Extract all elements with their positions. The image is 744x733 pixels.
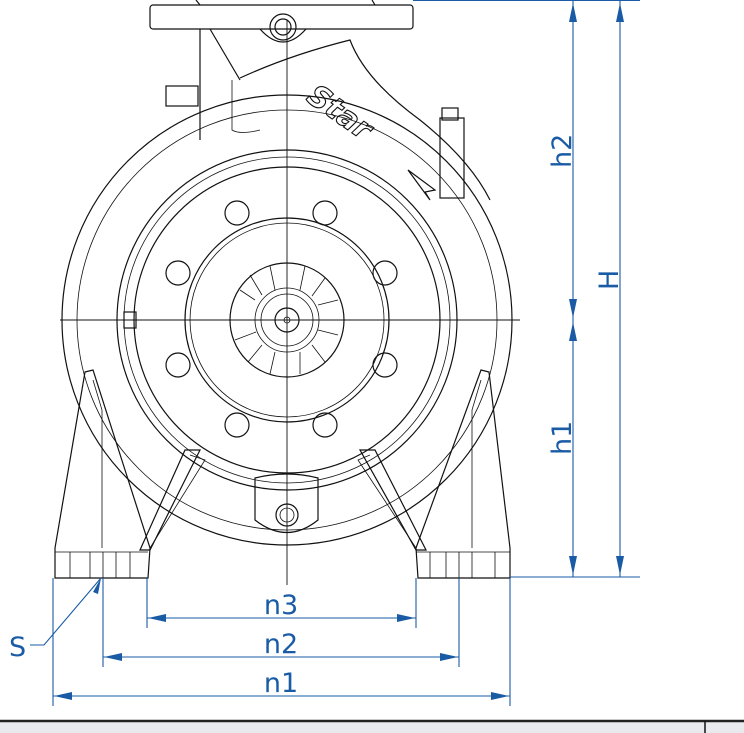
vertical-dimensions (413, 0, 640, 578)
bolt-holes (165, 200, 398, 438)
discharge-flange (149, 0, 491, 201)
horizontal-dimensions (30, 577, 511, 706)
star-logo: Star (300, 78, 380, 149)
table-header-edge (0, 719, 744, 733)
dim-label-h2: h2 (547, 134, 578, 168)
drain-plug (123, 311, 137, 329)
dim-label-H: H (594, 270, 625, 290)
dim-label-n2: n2 (264, 629, 298, 660)
dim-label-n3: n3 (264, 590, 298, 621)
dim-label-h1: h1 (547, 421, 578, 455)
left-foot (54, 369, 206, 579)
bottom-boss (254, 473, 319, 533)
rotation-arrow-icon (407, 169, 437, 201)
dim-label-S: S (9, 632, 26, 663)
right-foot (357, 369, 511, 579)
dim-label-n1: n1 (264, 668, 298, 699)
right-boss (439, 117, 465, 199)
bolt-head (441, 107, 459, 121)
left-boss (165, 85, 199, 107)
